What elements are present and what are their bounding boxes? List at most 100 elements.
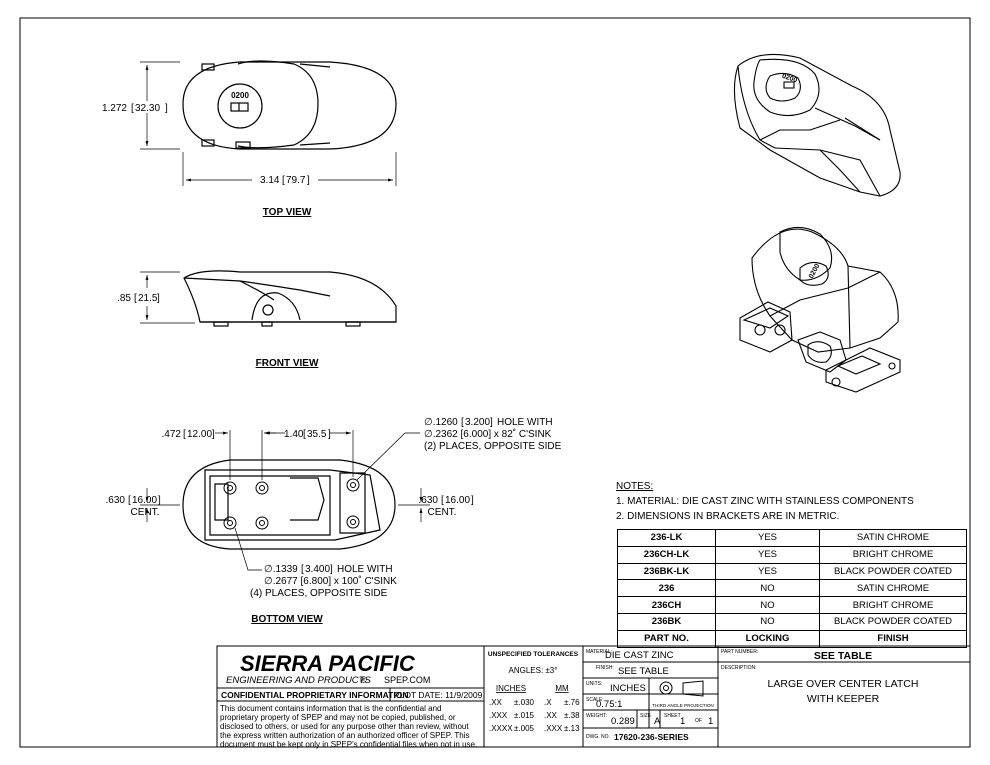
part-no-cell: 236BK [617,612,716,631]
scale-label: SCALE: [586,697,604,703]
note-1: 1. MATERIAL: DIE CAST ZINC WITH STAINLES… [616,496,914,507]
front-height-bracket-close: ] [157,293,160,304]
hole2-line3: (4) PLACES, OPPOSITE SIDE [250,588,388,599]
dwg-value: 17620-236-SERIES [614,732,689,742]
top-height-bracket-open: [ [131,103,134,114]
svg-text:±.030: ±.030 [514,698,535,707]
table-row: 236CH-LK YES BRIGHT CHROME [617,545,967,564]
part-number-value: SEE TABLE [814,650,872,662]
locking-cell: NO [715,596,820,614]
bottom-holes [223,478,360,530]
disclaimer-2: proprietary property of SPEP and may not… [220,713,456,722]
top-width-dim: 3.14 [260,175,280,186]
bottom-view-title: BOTTOM VIEW [251,614,323,625]
bottom-right-cent-bracket-close: ] [471,495,474,506]
top-view-dims [140,61,397,186]
registered-mark: ® [360,675,367,685]
bottom-spacing-bracket-close: ] [328,429,331,440]
size-value: A [654,716,661,727]
weight-label: WEIGHT: [586,713,607,719]
hole1-line1-tail: HOLE WITH [497,417,553,428]
finish-label: FINISH: [596,665,614,671]
finish-value: SEE TABLE [618,666,669,677]
hole1-line3: (2) PLACES, OPPOSITE SIDE [424,441,562,452]
hole2-bracket-open: [ [301,564,304,575]
header-part-no: PART NO. [617,629,716,648]
finish-cell: SATIN CHROME [819,529,967,547]
table-row: 236BK-LK YES BLACK POWDER COATED [617,562,967,581]
plot-date: PLOT DATE: 11/9/2009 [394,690,483,700]
top-height-bracket-close: ] [165,103,168,114]
finish-cell: BRIGHT CHROME [819,545,967,564]
company-website: SPEP.COM [384,675,430,685]
hole1-line1-mm: 3.200 [465,417,490,428]
material-label: MATERIAL: [586,649,612,655]
top-height-dim: 1.272 [102,103,127,114]
company-sub: ENGINEERING AND PRODUCTS [226,675,371,686]
sheet-value: 1 [680,716,685,727]
locking-cell: YES [715,529,820,547]
top-view-title: TOP VIEW [263,207,312,218]
bottom-view-dims [140,430,430,571]
top-view [182,60,397,150]
part-no-cell: 236CH-LK [617,545,716,564]
company-name: SIERRA PACIFIC [240,651,416,676]
front-height-dim: .85 [117,293,131,304]
svg-text:.XX: .XX [489,698,503,707]
part-no-cell: 236CH [617,596,716,614]
units-label: UNITS: [586,681,602,687]
bottom-spacing-dim: 1.40 [284,429,304,440]
hole2-line1: ∅.1339 [264,564,298,575]
parts-table: 236-LK YES SATIN CHROME 236CH-LK YES BRI… [617,529,967,648]
disclaimer-1: This document contains information that … [220,704,441,713]
top-width-dim-mm: 79.7 [286,175,306,186]
disclaimer-5: document must be kept only in SPEP's con… [220,740,477,749]
confidential-label: CONFIDENTIAL PROPRIETARY INFORMATION [221,690,408,700]
front-height-bracket-open: [ [134,293,137,304]
tolerances-angles: ANGLES: ±3° [509,666,558,675]
finish-cell: BRIGHT CHROME [819,596,967,614]
part-number-label: PART NUMBER: [721,649,758,655]
part-no-cell: 236-LK [617,529,716,547]
hole1-line2: ∅.2362 [6.000] x 82˚ C'SINK [424,428,552,440]
part-no-cell: 236BK-LK [617,562,716,581]
scale-value: 0.75:1 [596,699,622,710]
bottom-offset-bracket-close: ] [212,429,215,440]
header-locking: LOCKING [715,629,820,648]
description-label: DESCRIPTION: [721,665,757,671]
bottom-right-cent-label: CENT. [428,507,457,518]
locking-cell: YES [715,545,820,564]
hole2-line1-mm: 3.400 [305,564,330,575]
locking-cell: NO [715,612,820,631]
bottom-spacing-bracket-open: [ [303,429,306,440]
front-view-title: FRONT VIEW [256,358,319,369]
tolerance-rows: .XX ±.030 .X ±.76 .XXX ±.015 .XX ±.38 .X… [489,698,580,733]
bottom-right-cent-bracket-open: [ [441,495,444,506]
hole2-line2: ∅.2677 [6.800] x 100˚ C'SINK [264,575,397,587]
tolerances-title: UNSPECIFIED TOLERANCES [488,651,579,658]
svg-text:±.38: ±.38 [564,711,580,720]
bottom-right-cent-dim-mm: 16.00 [445,495,470,506]
sheet-total-value: 1 [708,716,713,727]
iso-view-top [733,53,901,197]
hole2-bracket-close: ] [330,564,333,575]
bottom-offset-bracket-open: [ [183,429,186,440]
svg-text:±.13: ±.13 [564,724,580,733]
hole2-line1-tail: HOLE WITH [337,564,393,575]
iso-top-lock-code: 0200 [781,73,798,85]
dwg-label: DWG. NO. [586,734,610,740]
disclaimer-4: the express written authorization of an … [220,731,469,740]
bottom-view [182,459,396,550]
top-lock-code: 0200 [231,91,249,100]
iso-bottom-lock-code: 0200 [808,263,822,280]
top-width-bracket-open: [ [282,175,285,186]
front-view [183,270,397,327]
notes-title: NOTES: [616,481,654,492]
bottom-left-cent-dim: .630 [106,495,126,506]
svg-text:±.76: ±.76 [564,698,580,707]
projection-label: THIRD ANGLE PROJECTION [652,703,714,708]
disclaimer-3: disclosed to others, or used for any pur… [220,722,469,731]
svg-text:.XXX: .XXX [489,711,508,720]
description-line1: LARGE OVER CENTER LATCH [768,678,919,690]
svg-text:±.005: ±.005 [514,724,535,733]
